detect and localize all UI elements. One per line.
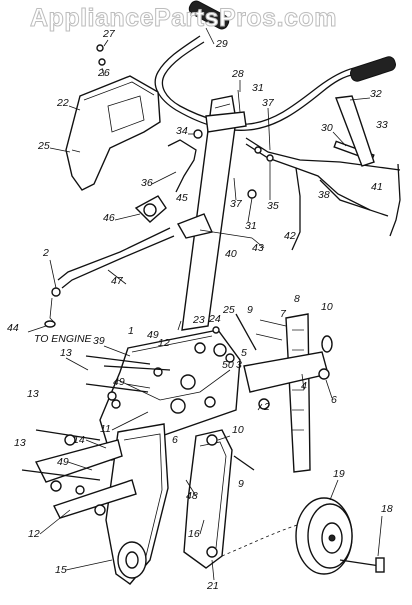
callout-25: 25	[37, 140, 50, 152]
callout-35: 35	[267, 200, 279, 212]
callout-43: 43	[252, 242, 264, 254]
right-grip	[350, 56, 396, 82]
callout-42: 42	[284, 230, 296, 242]
callout-39: 39	[93, 335, 105, 347]
callout-15: 15	[55, 564, 67, 576]
callout-50: 50	[222, 359, 234, 371]
callout-41: 41	[371, 181, 383, 193]
callout-22: 22	[56, 97, 69, 109]
to-engine-note: TO ENGINE	[34, 333, 93, 345]
callout-26: 26	[97, 67, 110, 79]
callout-16: 16	[188, 528, 200, 540]
callout-49: 49	[113, 376, 125, 388]
callout-30: 30	[321, 122, 333, 134]
callout-48: 48	[186, 490, 198, 502]
callout-37: 37	[262, 97, 275, 109]
callout-7: 7	[280, 308, 287, 320]
callout-11: 11	[100, 423, 111, 435]
callout-10: 10	[321, 301, 333, 313]
callout-13: 13	[27, 388, 39, 400]
leader-lines	[39, 27, 383, 581]
tension-bracket	[134, 195, 253, 239]
callout-45: 45	[176, 192, 188, 204]
callout-46: 46	[103, 212, 115, 224]
callout-29: 29	[215, 38, 228, 50]
callout-31: 31	[252, 82, 264, 94]
callout-1: 1	[128, 325, 134, 337]
callout-3: 3	[236, 359, 242, 371]
callout-12: 12	[158, 337, 170, 349]
callout-6: 6	[331, 394, 337, 406]
callout-9: 9	[247, 304, 253, 316]
callout-49: 49	[57, 456, 69, 468]
control-rods	[167, 95, 401, 251]
callout-25: 25	[222, 304, 235, 316]
depth-stake	[243, 313, 333, 473]
left-grip	[188, 0, 230, 30]
callout-49: 49	[147, 329, 159, 341]
callout-32: 32	[370, 88, 382, 100]
callout-28: 28	[231, 68, 244, 80]
engine-arrow	[27, 325, 47, 333]
callout-8: 8	[294, 293, 300, 305]
callout-13: 13	[60, 347, 72, 359]
callout-2: 2	[42, 247, 49, 259]
engine-cover	[65, 44, 161, 191]
callout-27: 27	[102, 28, 116, 40]
callout-37: 37	[230, 198, 243, 210]
tension-rod	[44, 227, 175, 328]
top-bracket	[193, 89, 247, 139]
belt-housing	[34, 423, 169, 585]
wheel	[295, 497, 385, 575]
callout-2: 2	[263, 401, 270, 413]
wheel-bracket	[183, 429, 321, 569]
callout-33: 33	[376, 119, 388, 131]
callout-6: 6	[172, 434, 178, 446]
handlebar	[154, 0, 396, 131]
callout-18: 18	[381, 503, 393, 515]
callout-44: 44	[7, 322, 19, 334]
callout-5: 5	[241, 347, 247, 359]
callout-14: 14	[73, 434, 85, 446]
callout-24: 24	[208, 313, 221, 325]
callout-12: 12	[28, 528, 40, 540]
callout-38: 38	[318, 189, 330, 201]
callout-10: 10	[232, 424, 244, 436]
callout-31: 31	[245, 220, 257, 232]
callout-34: 34	[176, 125, 188, 137]
callout-36: 36	[141, 177, 153, 189]
callout-23: 23	[192, 314, 205, 326]
bolts	[21, 313, 257, 516]
callout-40: 40	[225, 248, 237, 260]
callout-21: 21	[206, 580, 219, 592]
callout-4: 4	[301, 380, 307, 392]
callout-47: 47	[111, 275, 124, 287]
callout-9: 9	[238, 478, 244, 490]
callout-19: 19	[333, 468, 345, 480]
callout-13: 13	[14, 437, 26, 449]
